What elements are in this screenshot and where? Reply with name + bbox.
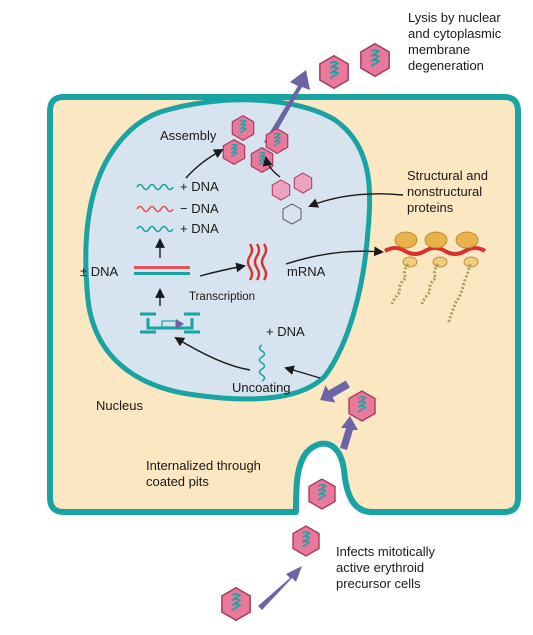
internalized-label: Internalized through coated pits: [146, 458, 261, 489]
uncoated-dna-coil: [258, 344, 266, 382]
dsdna-minus-strand: [134, 266, 190, 269]
structural-line-2: nonstructural: [407, 184, 482, 199]
nascent-peptide-3: [446, 263, 472, 325]
empty-capsids: [271, 172, 313, 225]
arrow-capsids-to-assembly: [262, 156, 281, 178]
infects-line-3: precursor cells: [336, 576, 421, 591]
nucleus-label: Nucleus: [96, 398, 143, 413]
plus-dna-label-2: + DNA: [180, 221, 219, 236]
dsdna-plus-strand: [134, 272, 190, 275]
plus-dna-label-3: + DNA: [266, 324, 305, 339]
nucleus: [83, 97, 373, 402]
virion-incoming: [221, 586, 251, 622]
arrow-transcription: [199, 262, 246, 277]
nascent-peptide-2: [420, 263, 440, 305]
arrow-uncoating: [284, 365, 321, 379]
infects-label: Infects mitotically active erythroid pre…: [336, 544, 435, 591]
minus-dna-coil: [136, 205, 174, 213]
infects-line-1: Infects mitotically: [336, 544, 435, 559]
dna-strands: + DNA − DNA + DNA: [136, 179, 219, 236]
nascent-peptide-1: [390, 263, 410, 305]
assembly-label: Assembly: [160, 128, 217, 143]
lysis-line-4: degeneration: [408, 58, 484, 73]
polysome: [383, 231, 487, 325]
exit-arrow: [264, 70, 310, 145]
virion-near-nucleus: [348, 390, 376, 422]
infects-line-2: active erythroid: [336, 560, 424, 575]
lysis-line-2: and cytoplasmic: [408, 26, 502, 41]
hairpin-dna: [140, 312, 200, 334]
mrna-glyph: [246, 243, 268, 281]
arrow-pit-to-virion: [340, 416, 358, 450]
pm-dna-label: ± DNA: [80, 264, 119, 279]
released-virion-2: [360, 42, 390, 78]
ribosome-1: [394, 231, 418, 249]
lysis-label: Lysis by nuclear and cytoplasmic membran…: [408, 10, 502, 73]
mrna-label: mRNA: [287, 264, 326, 279]
released-virion-1: [319, 54, 349, 90]
arrow-mrna-to-ribosomes: [285, 246, 384, 265]
uncoating-label: Uncoating: [232, 380, 291, 395]
lysis-line-1: Lysis by nuclear: [408, 10, 501, 25]
lysis-line-3: membrane: [408, 42, 470, 57]
virion-in-pit: [308, 478, 336, 510]
plus-dna-label-1: + DNA: [180, 179, 219, 194]
arrow-to-nucleus: [320, 380, 350, 403]
structural-line-3: proteins: [407, 200, 454, 215]
arrow-proteins-to-nucleus: [308, 193, 404, 208]
minus-dna-label: − DNA: [180, 201, 219, 216]
arrow-entry: [258, 566, 302, 610]
internalized-line-2: coated pits: [146, 474, 209, 489]
internalized-line-1: Internalized through: [146, 458, 261, 473]
transcription-label: Transcription: [189, 291, 255, 303]
ribosome-3: [455, 231, 479, 249]
plus-dna-coil-1: [136, 183, 174, 191]
arrow-dna-to-assembly: [185, 149, 224, 179]
structural-line-1: Structural and: [407, 168, 488, 183]
ribosome-2: [424, 231, 448, 249]
plus-dna-coil-2: [136, 225, 174, 233]
arrow-dna-to-hairpin: [174, 336, 251, 371]
virion-attaching: [292, 525, 320, 557]
structural-proteins-label: Structural and nonstructural proteins: [407, 168, 488, 215]
